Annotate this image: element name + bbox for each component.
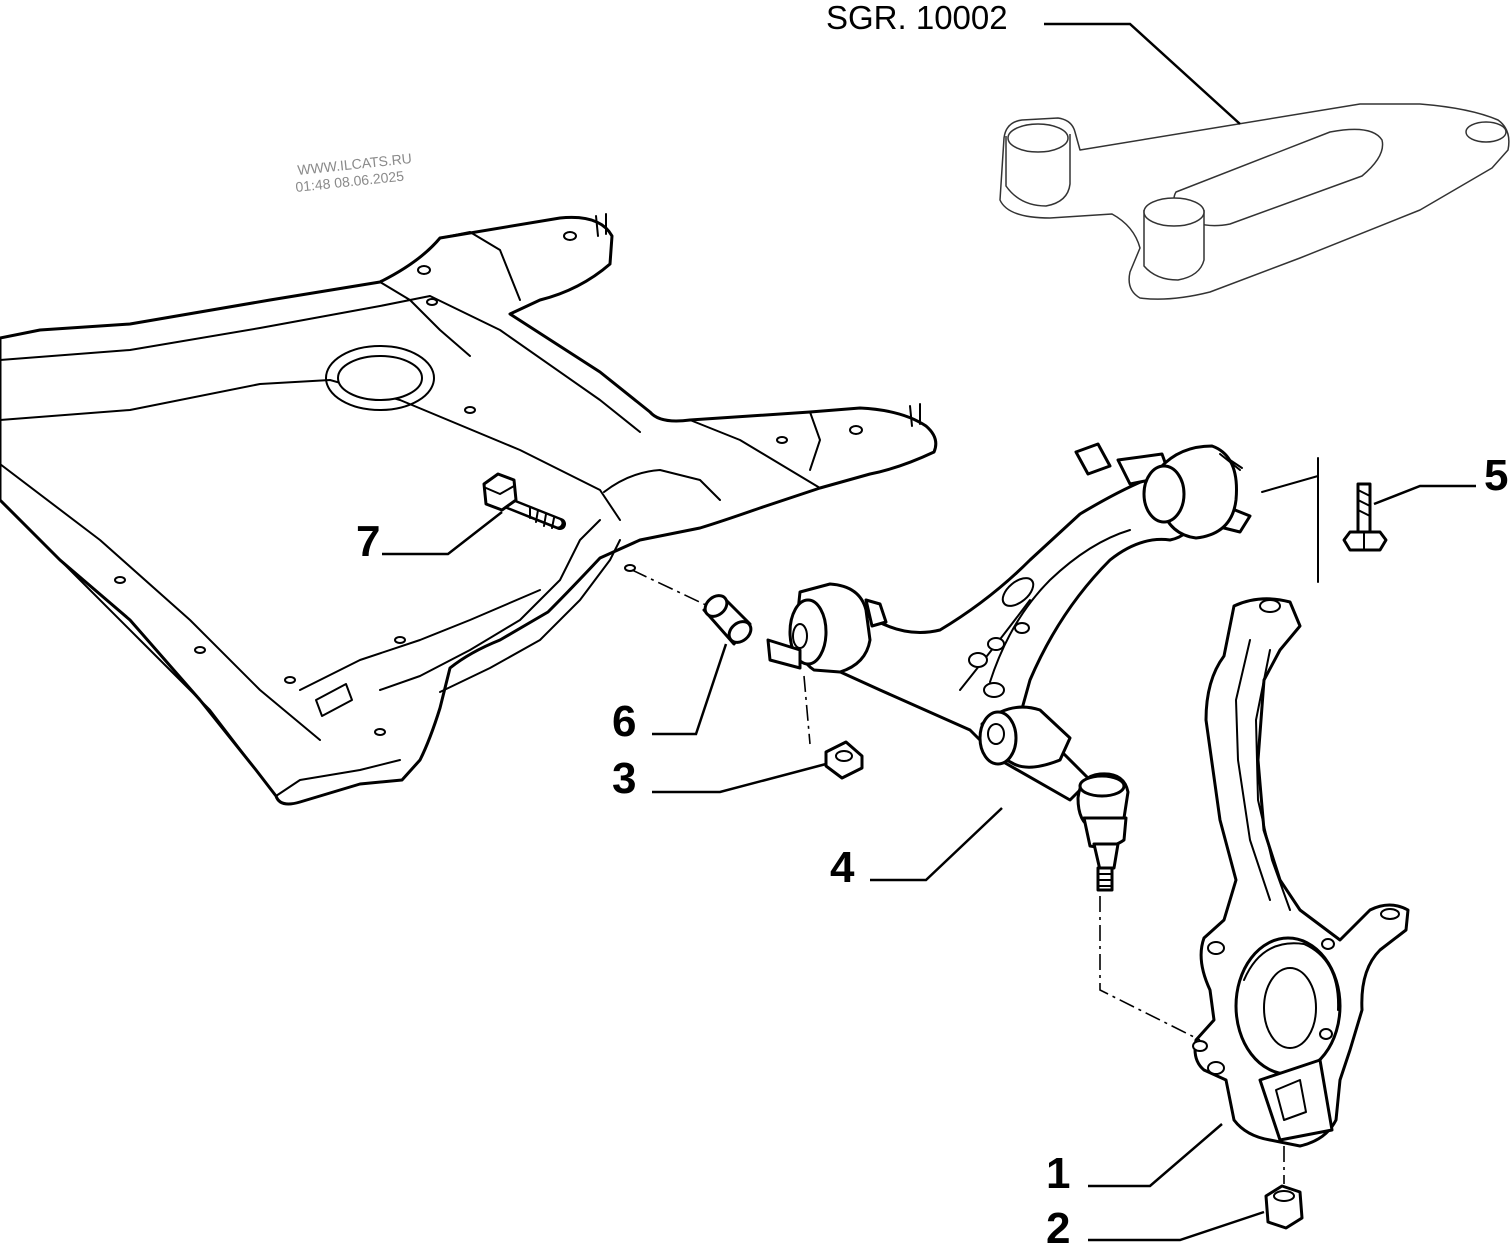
reference-leader <box>1044 22 1241 125</box>
callout-leader-1 <box>1088 1123 1223 1188</box>
part-3-bushing <box>824 740 864 780</box>
callout-leader-3 <box>652 762 827 794</box>
callout-leader-2 <box>1088 1210 1265 1242</box>
callout-1: 1 <box>1046 1149 1070 1198</box>
callout-6: 6 <box>612 697 636 746</box>
part-7-long-bolt <box>482 472 566 530</box>
part-2-nut <box>1264 1184 1304 1230</box>
callout-4: 4 <box>830 843 855 892</box>
callout-leaders <box>382 484 1476 1242</box>
callout-7: 7 <box>356 517 380 566</box>
reference-label: SGR. 10002 <box>826 0 1008 36</box>
part-5-bolt <box>1342 482 1388 552</box>
callout-labels: 1 2 3 4 5 6 7 <box>356 451 1508 1247</box>
part-4-control-arm <box>766 442 1252 802</box>
part-6-bushing <box>702 594 753 646</box>
assembly-centerlines <box>631 457 1319 1184</box>
callout-leader-6 <box>652 643 728 736</box>
callout-5: 5 <box>1484 451 1508 500</box>
ball-joint <box>1076 772 1130 892</box>
callout-2: 2 <box>1046 1204 1070 1247</box>
subframe-crossmember <box>0 213 938 806</box>
callout-leader-7 <box>382 511 503 556</box>
callout-3: 3 <box>612 754 636 803</box>
callout-leader-5 <box>1373 484 1476 506</box>
part-1-steering-knuckle <box>1192 597 1410 1148</box>
watermark: WWW.ILCATS.RU 01:48 08.06.2025 <box>295 150 413 195</box>
reference-bracket: SGR. 10002 <box>826 0 1510 300</box>
callout-leader-4 <box>870 807 1003 882</box>
